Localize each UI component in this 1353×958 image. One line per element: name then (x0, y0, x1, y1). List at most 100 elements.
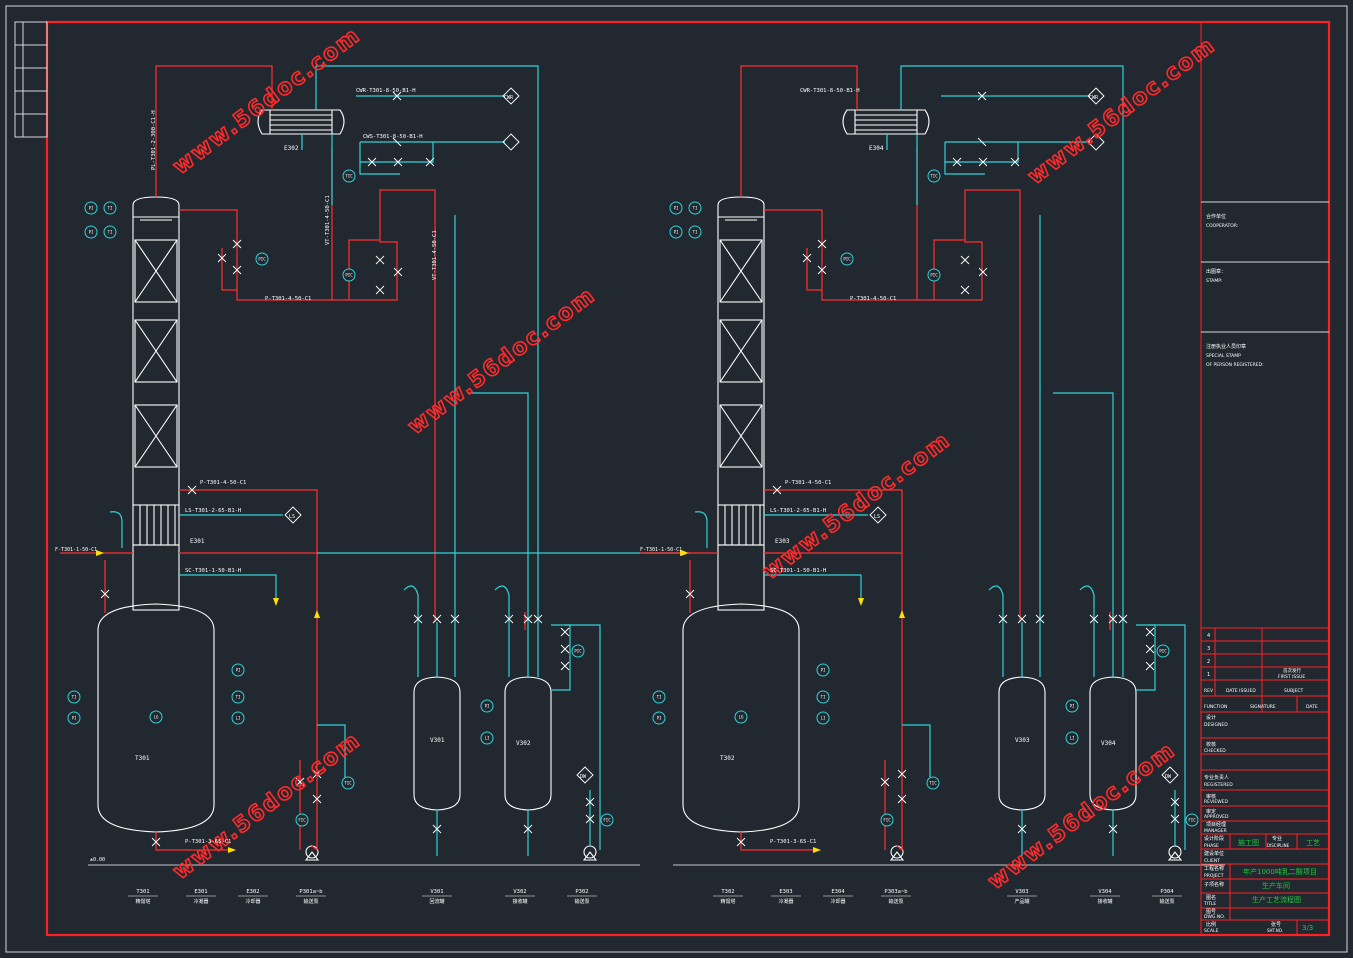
instrument-tag: PI (821, 668, 826, 673)
condenser-e301 (257, 109, 345, 135)
tb-manager-cn: 项目经理 (1206, 821, 1226, 828)
instrument-tag: PIC (1159, 649, 1167, 654)
line-ls-2: LS-T301-2-65-B1-H (770, 508, 826, 514)
column-t301 (97, 196, 215, 833)
outer-border (5, 5, 1348, 953)
instrument-tag: TIC (930, 174, 938, 179)
label-e302: E302 (284, 145, 299, 152)
legend-tag: P301a~b (299, 889, 322, 895)
instrument-tag: TIC (345, 174, 353, 179)
legend-name: 产品罐 (1014, 898, 1029, 905)
legend-name: 输送泵 (1159, 898, 1174, 905)
tb-discipline-en: DISCIPLINE (1267, 843, 1290, 848)
instrument-tag: PIC (345, 273, 353, 278)
tb-stamp-cn: 出图章： (1206, 268, 1226, 275)
ground-elevation: ±0.00 (90, 857, 105, 863)
line-p-top-1: P-T301-4-50-C1 (265, 296, 311, 302)
legend-name: 冷凝器 (778, 898, 793, 905)
instrument-tag: PIC (843, 257, 851, 262)
binding-strip (14, 21, 48, 138)
tb-cooperator-cn: 合作单位 (1206, 213, 1226, 220)
instrument-tag: TIC (344, 781, 352, 786)
watermark-4: www.56doc.com (1024, 33, 1221, 190)
tb-client: CLIENT (1204, 858, 1220, 864)
drawing-border (45, 20, 1331, 937)
line-vt-1: VT-T301-4-50-C1 (325, 195, 331, 245)
tb-scale-cn: 比例 (1206, 921, 1216, 928)
watermark-6: www.56doc.com (984, 738, 1181, 895)
valves (100, 91, 595, 847)
tb-discipline-value: 工艺 (1306, 839, 1320, 847)
tb-subject: SUBJECT (1284, 688, 1304, 694)
line-feed-2: F-T301-1-50-C1 (640, 547, 682, 553)
tb-discipline-label: 专业 (1272, 835, 1282, 842)
instrument-tag: LI (485, 736, 490, 741)
instrument-tag: FIC (1188, 818, 1196, 823)
tb-phase-cn: 设计阶段 (1204, 835, 1224, 842)
label-v303: V303 (1015, 737, 1030, 744)
instrument-tag: FIC (298, 818, 306, 823)
tb-designed-cn: 设计 (1206, 714, 1216, 721)
tb-sheet-value: 3/3 (1302, 924, 1313, 932)
legend-name: 接收罐 (1097, 898, 1112, 905)
legend-tag: P303a~b (884, 889, 907, 895)
line-cwr-2: CWR-T301-8-50-B1-H (800, 88, 860, 94)
instrument-tag: PI (236, 668, 241, 673)
line-cws-1: CWS-T301-8-50-B1-H (363, 134, 423, 140)
tb-checked: CHECKED (1204, 748, 1226, 754)
instrument-tag: PI (89, 230, 94, 235)
instrument-tag: LI (236, 716, 241, 721)
line-cwr-1: CWR-T301-8-50-B1-H (356, 88, 416, 94)
line-p-top-2: P-T301-4-50-C1 (200, 480, 246, 486)
tb-first-issue-cn: 首次发行 (1283, 667, 1301, 674)
line-pl-top-1: PL-T301-2-300-C1-H (151, 110, 157, 170)
legend-name: 输送泵 (303, 898, 318, 905)
instrument-tag: TI (108, 206, 113, 211)
instrument-tag: LG (154, 715, 159, 720)
legend-tag: T301 (136, 889, 149, 895)
process-piping-red (60, 65, 526, 852)
tb-stamp-en: STAMP: (1206, 278, 1222, 284)
tb-special-cn: 注册执业人员印章 (1206, 343, 1246, 350)
tb-date-issued: DATE ISSUED (1226, 688, 1256, 694)
instrument-tag: PI (657, 716, 662, 721)
tb-approved: APPROVED (1204, 814, 1229, 820)
process-section-2 (644, 65, 1226, 866)
tag-dw-1: DW (580, 774, 587, 780)
instrument-tag: PI (674, 206, 679, 211)
label-t301: T301 (135, 755, 150, 762)
line-p-top-4: P-T301-4-50-C1 (785, 480, 831, 486)
tb-approved-cn: 审定 (1206, 808, 1216, 815)
instrument-tag: TIC (929, 781, 937, 786)
pump-b (582, 845, 598, 861)
label-v301: V301 (430, 737, 445, 744)
flow-arrows (96, 550, 320, 853)
legend-tag: E303 (779, 889, 792, 895)
line-sc-1: SC-T301-1-50-B1-H (185, 568, 241, 574)
instrument-tag: LI (821, 716, 826, 721)
tb-subitem-cn: 子项名称 (1204, 881, 1224, 888)
instrument-tag: LI (1070, 736, 1075, 741)
tb-manager: MANAGER (1204, 828, 1227, 834)
label-v304: V304 (1101, 740, 1116, 747)
tb-subitem-value: 生产车间 (1262, 881, 1290, 890)
label-t302: T302 (720, 755, 735, 762)
tb-sheet: SHT.NO. (1267, 928, 1283, 933)
legend-name: 精馏塔 (135, 898, 150, 905)
tb-project: PROJECT (1204, 873, 1224, 879)
instrument-tag: PI (72, 716, 77, 721)
legend-tag: E302 (246, 889, 259, 895)
instrument-tag: PIC (930, 273, 938, 278)
legend-name: 精馏塔 (720, 898, 735, 905)
legend-tag: T302 (721, 889, 734, 895)
line-p-bottom-1: P-T301-3-65-C1 (185, 839, 231, 845)
tb-title-cn: 图名 (1206, 894, 1216, 901)
line-vt-2: VT-T301-4-50-C1 (432, 230, 438, 280)
label-e303: E303 (775, 538, 790, 545)
watermark-1: www.56doc.com (169, 23, 366, 180)
tb-date: DATE (1306, 704, 1318, 710)
tb-reviewed: REVIEWED (1204, 799, 1229, 805)
instrument-tag: PIC (574, 649, 582, 654)
tag-cwr-2: CWR (1089, 95, 1099, 101)
